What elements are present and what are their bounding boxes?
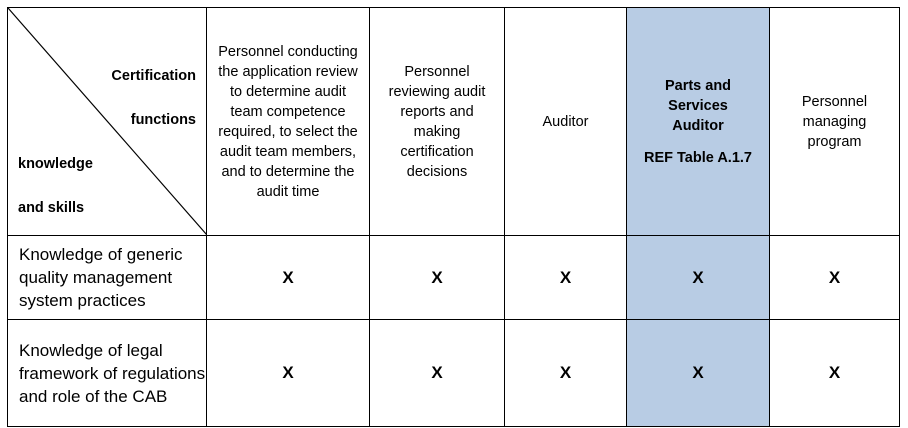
competence-table: Certification functions knowledge and sk… xyxy=(7,7,900,427)
mark-cell: X xyxy=(769,319,900,427)
mark-cell: X xyxy=(504,235,627,320)
mark-cell: X xyxy=(369,235,505,320)
column-header-auditor: Auditor xyxy=(504,7,627,236)
ref-table-label: REF Table A.1.7 xyxy=(644,149,752,166)
header-row: Certification functions knowledge and sk… xyxy=(7,7,900,236)
corner-label-certification: Certification xyxy=(111,68,196,84)
mark-cell: X xyxy=(626,235,770,320)
table-row: Knowledge of generic quality management … xyxy=(7,235,900,320)
mark-cell: X xyxy=(206,319,370,427)
row-label: Knowledge of legal framework of regulati… xyxy=(7,319,207,427)
corner-label-and-skills: and skills xyxy=(18,200,85,216)
corner-cell: Certification functions knowledge and sk… xyxy=(7,7,207,236)
corner-label-knowledge: knowledge xyxy=(18,156,93,172)
row-label: Knowledge of generic quality management … xyxy=(7,235,207,320)
column-header-managing-program: Personnel managing program xyxy=(769,7,900,236)
mark-cell: X xyxy=(769,235,900,320)
column-header-application-review: Personnel conducting the application rev… xyxy=(206,7,370,236)
table-row: Knowledge of legal framework of regulati… xyxy=(7,319,900,427)
mark-cell: X xyxy=(369,319,505,427)
mark-cell: X xyxy=(626,319,770,427)
corner-label-functions: functions xyxy=(130,112,196,128)
mark-cell: X xyxy=(206,235,370,320)
column-header-certification-decisions: Personnel reviewing audit reports and ma… xyxy=(369,7,505,236)
diagonal-divider xyxy=(8,8,207,235)
mark-cell: X xyxy=(504,319,627,427)
column-header-parts-services-auditor: Parts and Services Auditor REF Table A.1… xyxy=(626,7,770,236)
